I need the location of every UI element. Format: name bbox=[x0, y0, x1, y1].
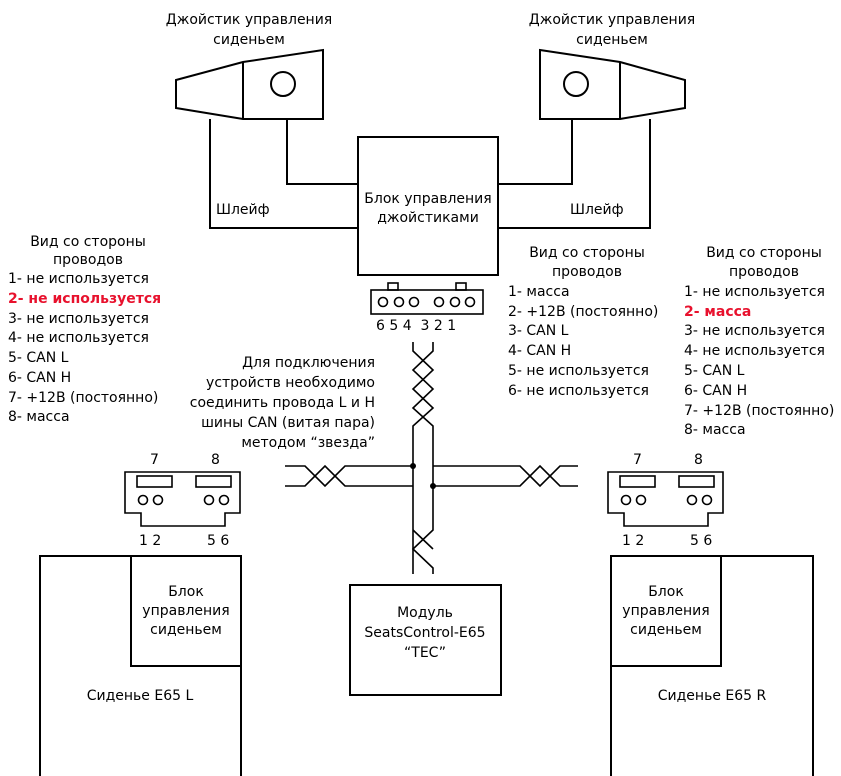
seat-right-unit-line2: управления bbox=[622, 603, 709, 619]
note-line-5: методом “звезда” bbox=[241, 435, 375, 451]
center-pin-6: 6- не используется bbox=[508, 383, 649, 399]
cable-left-label: Шлейф bbox=[216, 202, 270, 218]
center-pin-4: 4- CAN H bbox=[508, 343, 571, 359]
left-pin-2: 2- не используется bbox=[8, 291, 161, 307]
connector-8pin-right bbox=[607, 471, 724, 527]
left-pin-1: 1- не используется bbox=[8, 271, 149, 287]
control-unit-label-line2: джойстиками bbox=[377, 210, 479, 226]
connector-8pin-left bbox=[124, 471, 241, 527]
seatscontrol-module bbox=[349, 584, 502, 696]
joystick-control-unit bbox=[357, 136, 499, 276]
can-bus-twisted-pair bbox=[285, 342, 578, 574]
connector-right-pins-56: 5 6 bbox=[690, 533, 712, 549]
center-pin-2: 2- +12В (постоянно) bbox=[508, 304, 658, 320]
right-pin-6: 6- CAN H bbox=[684, 383, 747, 399]
seat-right-control-unit bbox=[610, 555, 722, 667]
seat-left-unit-line3: сиденьем bbox=[150, 622, 222, 638]
joystick-right-knob-icon bbox=[563, 71, 589, 97]
center-pinout-header-line1: Вид со стороны bbox=[529, 245, 645, 261]
joystick-right-label-line1: Джойстик управления bbox=[529, 12, 695, 28]
connector-left-pin8: 8 bbox=[211, 452, 220, 468]
center-pin-3: 3- CAN L bbox=[508, 323, 569, 339]
connector-6pin bbox=[370, 282, 484, 315]
left-pinout: Вид со стороны проводов 1- не использует… bbox=[8, 234, 161, 425]
seat-left-unit-line2: управления bbox=[142, 603, 229, 619]
seat-right-label: Сиденье E65 R bbox=[658, 688, 767, 704]
right-pin-2: 2- масса bbox=[684, 304, 751, 320]
connector-left-pins-12: 1 2 bbox=[139, 533, 161, 549]
joystick-left bbox=[175, 48, 324, 120]
note-line-2: устройств необходимо bbox=[206, 375, 375, 391]
left-pin-4: 4- не используется bbox=[8, 330, 149, 346]
left-pin-6: 6- CAN H bbox=[8, 370, 71, 386]
left-pinout-header-line2: проводов bbox=[53, 252, 123, 268]
left-pin-5: 5- CAN L bbox=[8, 350, 69, 366]
right-pin-4: 4- не используется bbox=[684, 343, 825, 359]
note-line-3: соединить провода L и H bbox=[190, 395, 375, 411]
center-pinout: Вид со стороны проводов 1- масса 2- +12В… bbox=[508, 245, 658, 399]
module-label-line2: SeatsControl-E65 bbox=[364, 625, 485, 641]
connection-note: Для подключения устройств необходимо сое… bbox=[190, 355, 375, 451]
right-pin-7: 7- +12В (постоянно) bbox=[684, 403, 834, 419]
connector-6pin-numbers: 6 5 4 3 2 1 bbox=[376, 318, 456, 334]
right-pin-5: 5- CAN L bbox=[684, 363, 745, 379]
module-label-line3: “TEC” bbox=[404, 645, 446, 661]
joystick-left-label-line2: сиденьем bbox=[213, 32, 285, 48]
seat-left-label: Сиденье E65 L bbox=[87, 688, 194, 704]
right-pinout-header-line1: Вид со стороны bbox=[706, 245, 822, 261]
note-line-1: Для подключения bbox=[242, 355, 375, 371]
joystick-left-knob-icon bbox=[270, 71, 296, 97]
center-pin-5: 5- не используется bbox=[508, 363, 649, 379]
left-pinout-header-line1: Вид со стороны bbox=[30, 234, 146, 250]
seat-right-unit-line1: Блок bbox=[648, 584, 684, 600]
connector-left-pins-56: 5 6 bbox=[207, 533, 229, 549]
cable-right bbox=[498, 119, 651, 229]
control-unit-label-line1: Блок управления bbox=[364, 191, 491, 207]
left-pin-8: 8- масса bbox=[8, 409, 70, 425]
module-label-line1: Модуль bbox=[397, 605, 453, 621]
connector-right-pin7: 7 bbox=[633, 452, 642, 468]
left-pin-7: 7- +12В (постоянно) bbox=[8, 390, 158, 406]
right-pinout-header-line2: проводов bbox=[729, 264, 799, 280]
right-pin-8: 8- масса bbox=[684, 422, 746, 438]
right-pinout: Вид со стороны проводов 1- не использует… bbox=[684, 245, 834, 438]
connector-right-pins-12: 1 2 bbox=[622, 533, 644, 549]
joystick-right bbox=[539, 48, 686, 120]
right-pin-1: 1- не используется bbox=[684, 284, 825, 300]
center-pinout-header-line2: проводов bbox=[552, 264, 622, 280]
seat-left-control-unit bbox=[130, 555, 242, 667]
right-pin-3: 3- не используется bbox=[684, 323, 825, 339]
seat-right-unit-line3: сиденьем bbox=[630, 622, 702, 638]
joystick-right-label-line2: сиденьем bbox=[576, 32, 648, 48]
note-line-4: шины CAN (витая пара) bbox=[201, 415, 375, 431]
cable-right-label: Шлейф bbox=[570, 202, 624, 218]
connector-right-pin8: 8 bbox=[694, 452, 703, 468]
center-pin-1: 1- масса bbox=[508, 284, 570, 300]
joystick-left-label-line1: Джойстик управления bbox=[166, 12, 332, 28]
seat-left-unit-line1: Блок bbox=[168, 584, 204, 600]
left-pin-3: 3- не используется bbox=[8, 311, 149, 327]
cable-left bbox=[209, 119, 358, 229]
connector-left-pin7: 7 bbox=[150, 452, 159, 468]
